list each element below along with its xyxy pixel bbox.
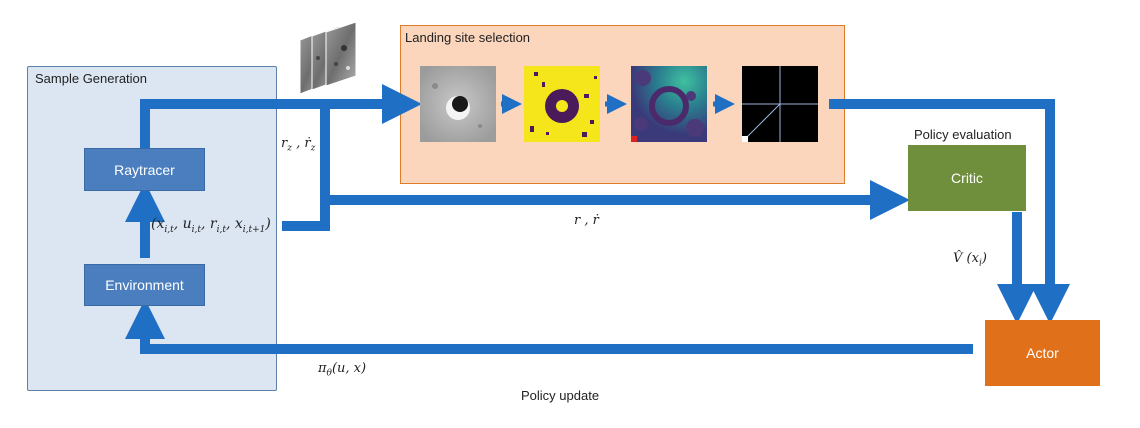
raytracer-node: Raytracer	[84, 148, 205, 191]
distance-map-image	[631, 66, 707, 142]
policy-evaluation-title: Policy evaluation	[914, 127, 1012, 142]
actor-node: Actor	[985, 320, 1100, 386]
landing-site-title: Landing site selection	[405, 30, 531, 45]
critic-node: Critic	[908, 145, 1026, 211]
r-label: r , ṙ	[574, 213, 599, 228]
arrow-raytracer-to-landing	[140, 84, 422, 148]
image-stack-icon	[299, 21, 357, 95]
selected-site-image	[742, 66, 818, 142]
arrow-landing-to-actor	[829, 99, 1070, 324]
policy-label: πθ(u, x)	[318, 361, 367, 379]
rz-label: rz , ṙz	[281, 136, 316, 154]
sample-generation-title: Sample Generation	[35, 71, 148, 86]
environment-node: Environment	[84, 264, 205, 306]
transition-tuple-label: (xi,t, ui,t, ri,t, xi,t+1)	[151, 216, 271, 235]
arrow-actor-to-env	[125, 299, 973, 354]
policy-update-label: Policy update	[521, 388, 600, 403]
crater-image	[420, 66, 496, 142]
value-label: V̂ (xi)	[953, 251, 987, 269]
hazard-mask-image	[524, 66, 600, 142]
